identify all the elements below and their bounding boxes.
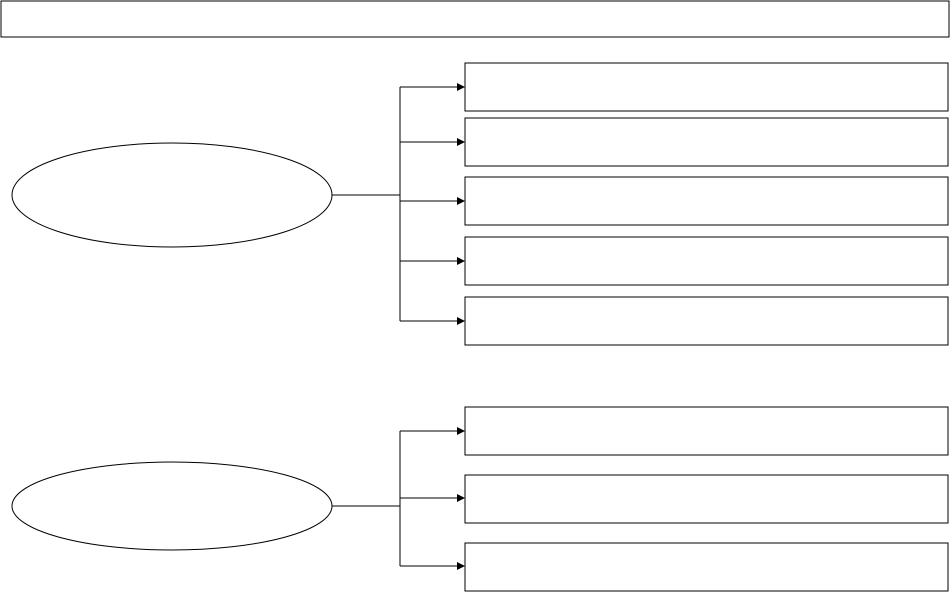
header-box (0, 0, 950, 38)
group-2-target-box-1 (464, 406, 949, 456)
group-2 (11, 406, 949, 592)
group-2-target-box-2 (464, 474, 949, 524)
group-1-target-box-3 (464, 176, 949, 226)
group-1 (11, 62, 949, 346)
header-box-rect (0, 0, 950, 38)
group-1-target-box-1 (464, 62, 949, 112)
group-1-target-box-2 (464, 117, 949, 167)
group-1-target-box-4 (464, 236, 949, 286)
group-1-target-box-5 (464, 296, 949, 346)
group-2-source-ellipse (11, 461, 333, 551)
group-1-source-ellipse (11, 142, 333, 248)
group-2-target-box-3 (464, 542, 949, 592)
